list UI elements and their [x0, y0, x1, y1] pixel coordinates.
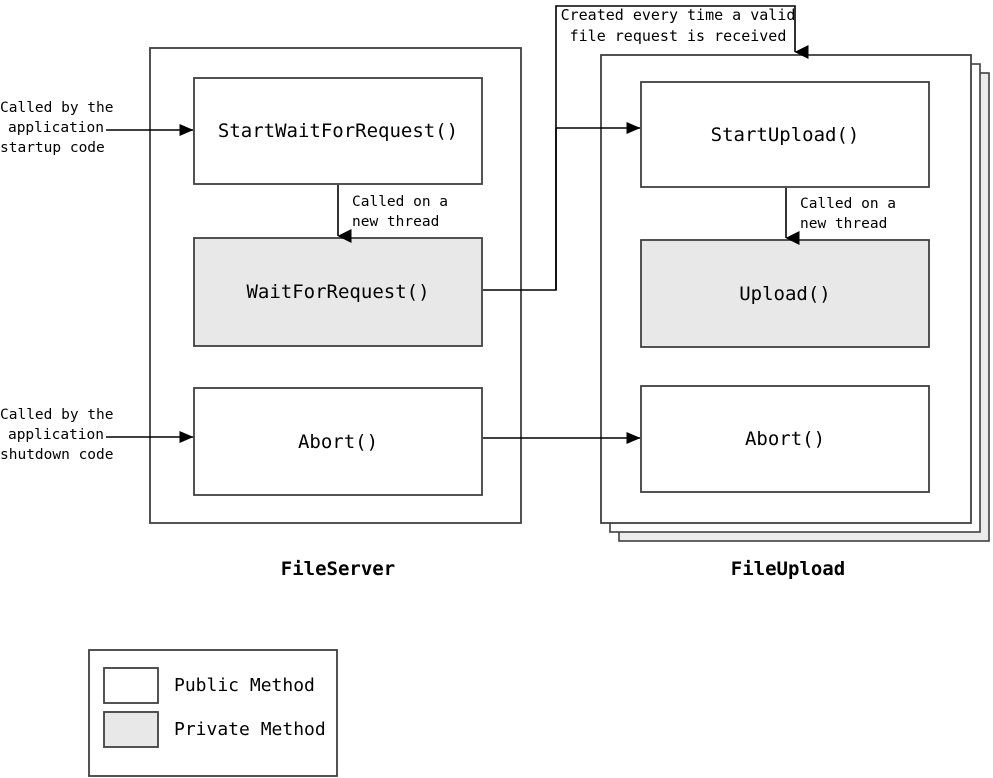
legend-swatch-public: [103, 667, 159, 704]
method-label-abort-fileupload: Abort(): [744, 428, 826, 450]
legend-label-public: Public Method: [174, 675, 315, 696]
method-box-upload[interactable]: [640, 239, 930, 348]
caption-file-server: FileServer: [280, 558, 396, 580]
method-label-abort-fileserver: Abort(): [297, 430, 379, 453]
annotation-startup-code: Called by the application startup code: [0, 100, 114, 156]
annotation-shutdown-code: Called by the application shutdown code: [0, 407, 114, 463]
method-label-upload: Upload(): [739, 282, 831, 305]
method-label-startupload: StartUpload(): [710, 123, 860, 146]
method-box-startwaitforrequest[interactable]: [193, 77, 483, 185]
legend-label-private: Private Method: [174, 719, 326, 740]
method-box-abort-fileserver[interactable]: [193, 387, 483, 496]
method-box-abort-fileupload[interactable]: [640, 385, 930, 493]
method-label-waitforrequest: WaitForRequest(): [246, 281, 430, 303]
method-label-startwaitforrequest: StartWaitForRequest(): [217, 120, 459, 142]
connector-waitforrequest-creates-fileupload: [555, 5, 809, 290]
caption-file-upload: FileUpload: [730, 558, 846, 580]
method-box-startupload[interactable]: [640, 81, 930, 188]
annotation-new-thread-left: Called on a new thread: [352, 194, 449, 230]
legend-swatch-private: [103, 711, 159, 748]
annotation-new-thread-right: Called on a new thread: [800, 196, 897, 232]
method-box-waitforrequest[interactable]: [193, 237, 483, 347]
annotation-created-every-time: Created every time a valid file request …: [560, 6, 796, 45]
